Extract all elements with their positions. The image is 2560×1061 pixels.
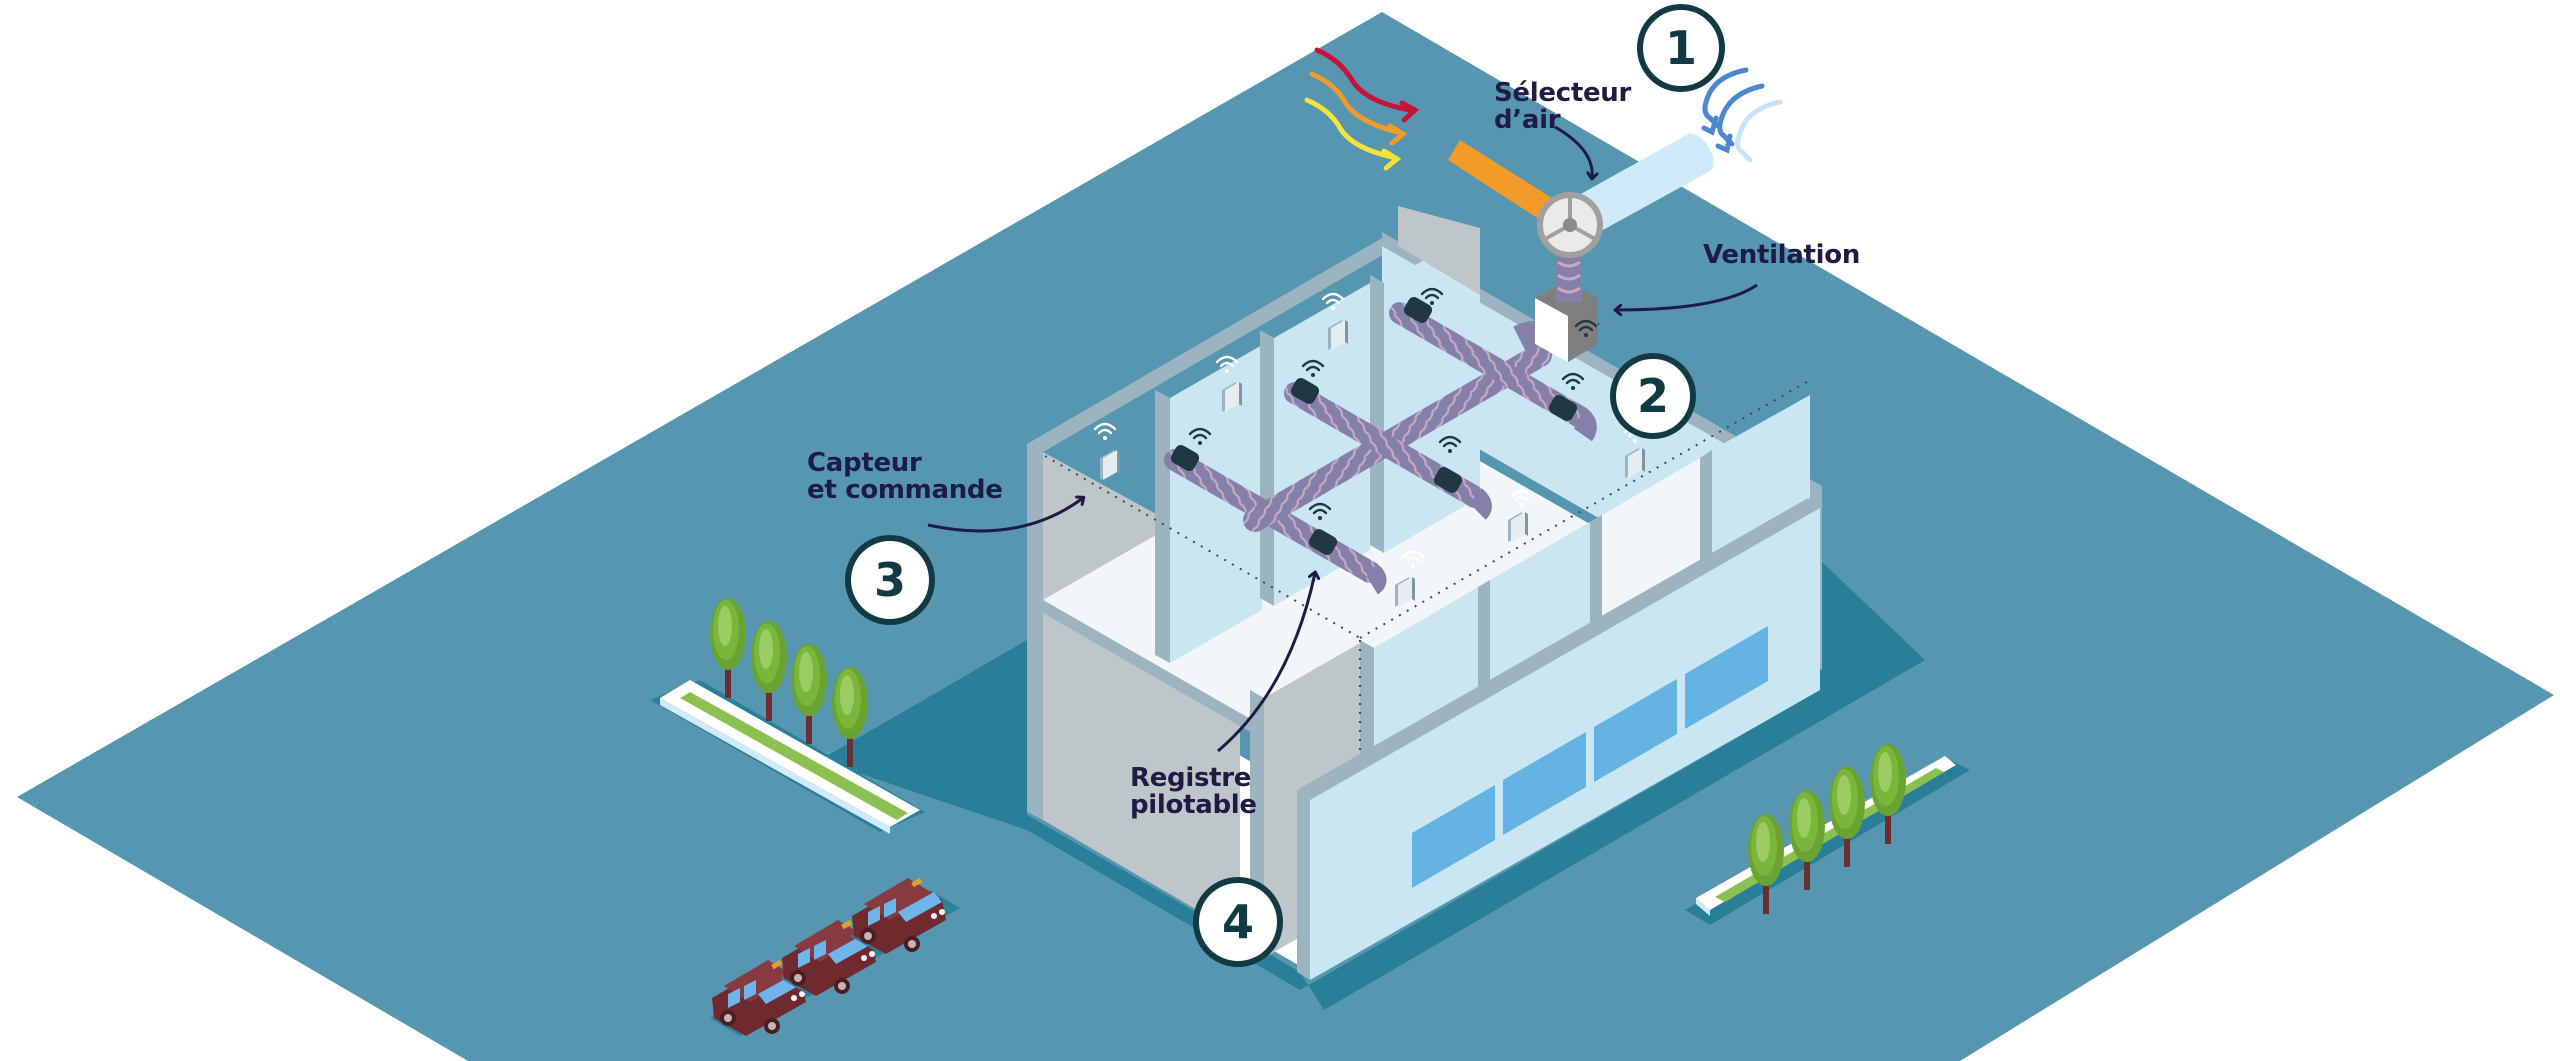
badge-1: 1 — [1637, 4, 1725, 92]
planter-right — [1685, 744, 1970, 925]
dampers — [1170, 297, 1578, 555]
badge-3: 3 — [845, 535, 935, 625]
front-wall-edge — [1297, 790, 1310, 980]
left-wall-edge — [1027, 444, 1043, 820]
callout-arrows — [927, 125, 1758, 753]
warm-air-flow — [1304, 47, 1420, 171]
dotted-lines — [1044, 379, 1811, 760]
ventilation-unit — [1535, 250, 1598, 362]
label-ventilation: Ventilation — [1703, 240, 1861, 270]
inner-grey-room — [1398, 206, 1480, 295]
cool-air-flow — [1701, 67, 1783, 163]
label-sensor-control: Capteur et commande — [807, 448, 1003, 505]
front-wall-top — [1297, 498, 1820, 800]
label-air-selector: Sélecteur d’air — [1494, 78, 1632, 135]
front-windows — [1412, 626, 1768, 888]
badge-4: 4 — [1193, 877, 1283, 967]
left-wall-top — [1027, 238, 1398, 452]
cold-air-pipe — [1570, 133, 1712, 236]
air-selector-icon — [1537, 192, 1603, 258]
planter-left — [650, 598, 925, 834]
back-wall-top — [1382, 232, 1822, 500]
hot-air-pipe — [1448, 140, 1560, 225]
badge-2: 2 — [1610, 353, 1696, 439]
building-shadow-right — [1820, 560, 1925, 720]
label-damper: Registre pilotable — [1130, 763, 1257, 820]
